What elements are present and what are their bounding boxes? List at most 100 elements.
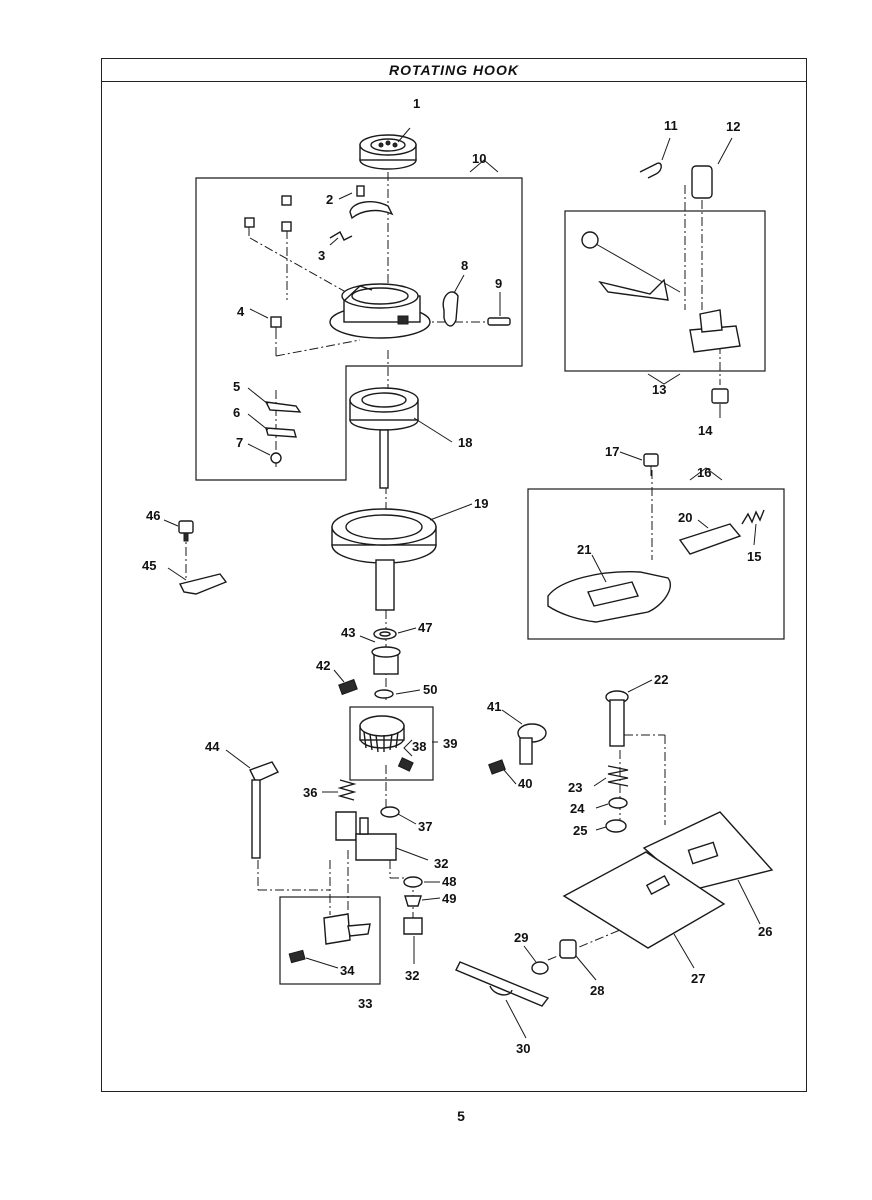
label-14: 14 bbox=[698, 423, 713, 438]
part-1-bobbin bbox=[359, 134, 417, 170]
label-33: 33 bbox=[358, 996, 372, 1011]
label-32-bracket: 32 bbox=[434, 856, 448, 871]
part-number-labels: 1 2 3 4 5 6 7 8 9 10 11 12 13 14 15 16 1… bbox=[142, 96, 772, 1056]
label-4: 4 bbox=[237, 304, 245, 319]
label-39: 39 bbox=[443, 736, 457, 751]
part-14-screw bbox=[711, 388, 729, 404]
part-small-screws bbox=[244, 195, 292, 236]
part-20-slide bbox=[678, 523, 742, 555]
title-bar: ROTATING HOOK bbox=[101, 58, 807, 82]
label-49: 49 bbox=[442, 891, 456, 906]
part-2-screw bbox=[349, 185, 394, 220]
label-8: 8 bbox=[461, 258, 468, 273]
part-32-nut bbox=[403, 917, 423, 935]
label-17: 17 bbox=[605, 444, 619, 459]
label-36: 36 bbox=[303, 785, 317, 800]
label-16: 16 bbox=[697, 465, 711, 480]
label-50: 50 bbox=[423, 682, 437, 697]
part-6-spring-plate bbox=[265, 427, 297, 438]
part-23-spring bbox=[607, 765, 629, 787]
label-15: 15 bbox=[747, 549, 761, 564]
label-32-nut: 32 bbox=[405, 968, 419, 983]
part-24-washer bbox=[608, 797, 628, 809]
part-49-nut bbox=[404, 895, 422, 907]
part-4-screw bbox=[270, 316, 282, 334]
label-20: 20 bbox=[678, 510, 692, 525]
label-25: 25 bbox=[573, 823, 587, 838]
label-40: 40 bbox=[518, 776, 532, 791]
part-48-washer bbox=[403, 876, 423, 888]
label-38: 38 bbox=[412, 739, 426, 754]
label-5: 5 bbox=[233, 379, 240, 394]
label-2: 2 bbox=[326, 192, 333, 207]
label-7: 7 bbox=[236, 435, 243, 450]
label-21: 21 bbox=[577, 542, 591, 557]
part-18-hook bbox=[349, 387, 419, 489]
label-45: 45 bbox=[142, 558, 156, 573]
label-23: 23 bbox=[568, 780, 582, 795]
part-30-blade bbox=[455, 961, 550, 1007]
label-34: 34 bbox=[340, 963, 355, 978]
part-25-washer bbox=[605, 819, 627, 833]
label-13: 13 bbox=[652, 382, 666, 397]
label-47: 47 bbox=[418, 620, 432, 635]
assembly-centerlines bbox=[185, 172, 721, 961]
label-18: 18 bbox=[458, 435, 472, 450]
label-43: 43 bbox=[341, 625, 355, 640]
label-26: 26 bbox=[758, 924, 772, 939]
label-24: 24 bbox=[570, 801, 585, 816]
group-box-16 bbox=[527, 488, 785, 640]
label-11: 11 bbox=[664, 118, 678, 133]
part-21-plate bbox=[547, 571, 671, 623]
part-27-slide-plate bbox=[562, 851, 726, 949]
part-15-spring bbox=[741, 509, 765, 525]
part-22-pin bbox=[605, 690, 629, 747]
part-7-screw bbox=[270, 452, 282, 464]
label-28: 28 bbox=[590, 983, 604, 998]
part-36-spring bbox=[337, 779, 357, 801]
part-17-screw bbox=[643, 453, 659, 476]
part-9-pin bbox=[487, 317, 511, 326]
part-32-bracket bbox=[335, 811, 397, 861]
part-29-washer bbox=[531, 961, 549, 975]
part-28-screw bbox=[559, 939, 577, 959]
label-19: 19 bbox=[474, 496, 488, 511]
part-40-screw bbox=[488, 759, 506, 775]
group-box-10 bbox=[195, 177, 523, 481]
label-27: 27 bbox=[691, 971, 705, 986]
group-box-39 bbox=[349, 706, 434, 781]
label-48: 48 bbox=[442, 874, 456, 889]
part-bobbin-case bbox=[329, 283, 431, 339]
page-number: 5 bbox=[457, 1108, 465, 1124]
label-46: 46 bbox=[146, 508, 160, 523]
part-44-shaft bbox=[249, 761, 280, 859]
label-42: 42 bbox=[316, 658, 330, 673]
part-12-plunger bbox=[691, 165, 713, 199]
part-46-screw bbox=[178, 520, 194, 542]
group-box-13 bbox=[564, 210, 766, 372]
part-34-screw bbox=[288, 949, 306, 964]
part-50-washer bbox=[374, 689, 394, 699]
part-11-pin bbox=[639, 162, 662, 179]
label-3: 3 bbox=[318, 248, 325, 263]
label-12: 12 bbox=[726, 119, 740, 134]
part-47-washer bbox=[373, 628, 397, 640]
part-41-pin bbox=[517, 723, 547, 765]
label-22: 22 bbox=[654, 672, 668, 687]
part-5-spring-plate bbox=[264, 401, 302, 413]
part-42-set-screw bbox=[338, 678, 358, 696]
label-1: 1 bbox=[413, 96, 420, 111]
page-title: ROTATING HOOK bbox=[389, 61, 519, 78]
part-37-washer bbox=[380, 806, 400, 818]
part-43-bushing bbox=[371, 646, 401, 675]
label-37: 37 bbox=[418, 819, 432, 834]
label-44: 44 bbox=[205, 739, 220, 754]
part-8-latch bbox=[442, 291, 459, 327]
leader-lines bbox=[163, 127, 761, 1039]
part-33-clamp bbox=[323, 913, 371, 945]
part-3-spring bbox=[329, 231, 353, 241]
label-30: 30 bbox=[516, 1041, 530, 1056]
part-45-lever bbox=[178, 573, 228, 595]
part-39-gear bbox=[359, 715, 414, 772]
